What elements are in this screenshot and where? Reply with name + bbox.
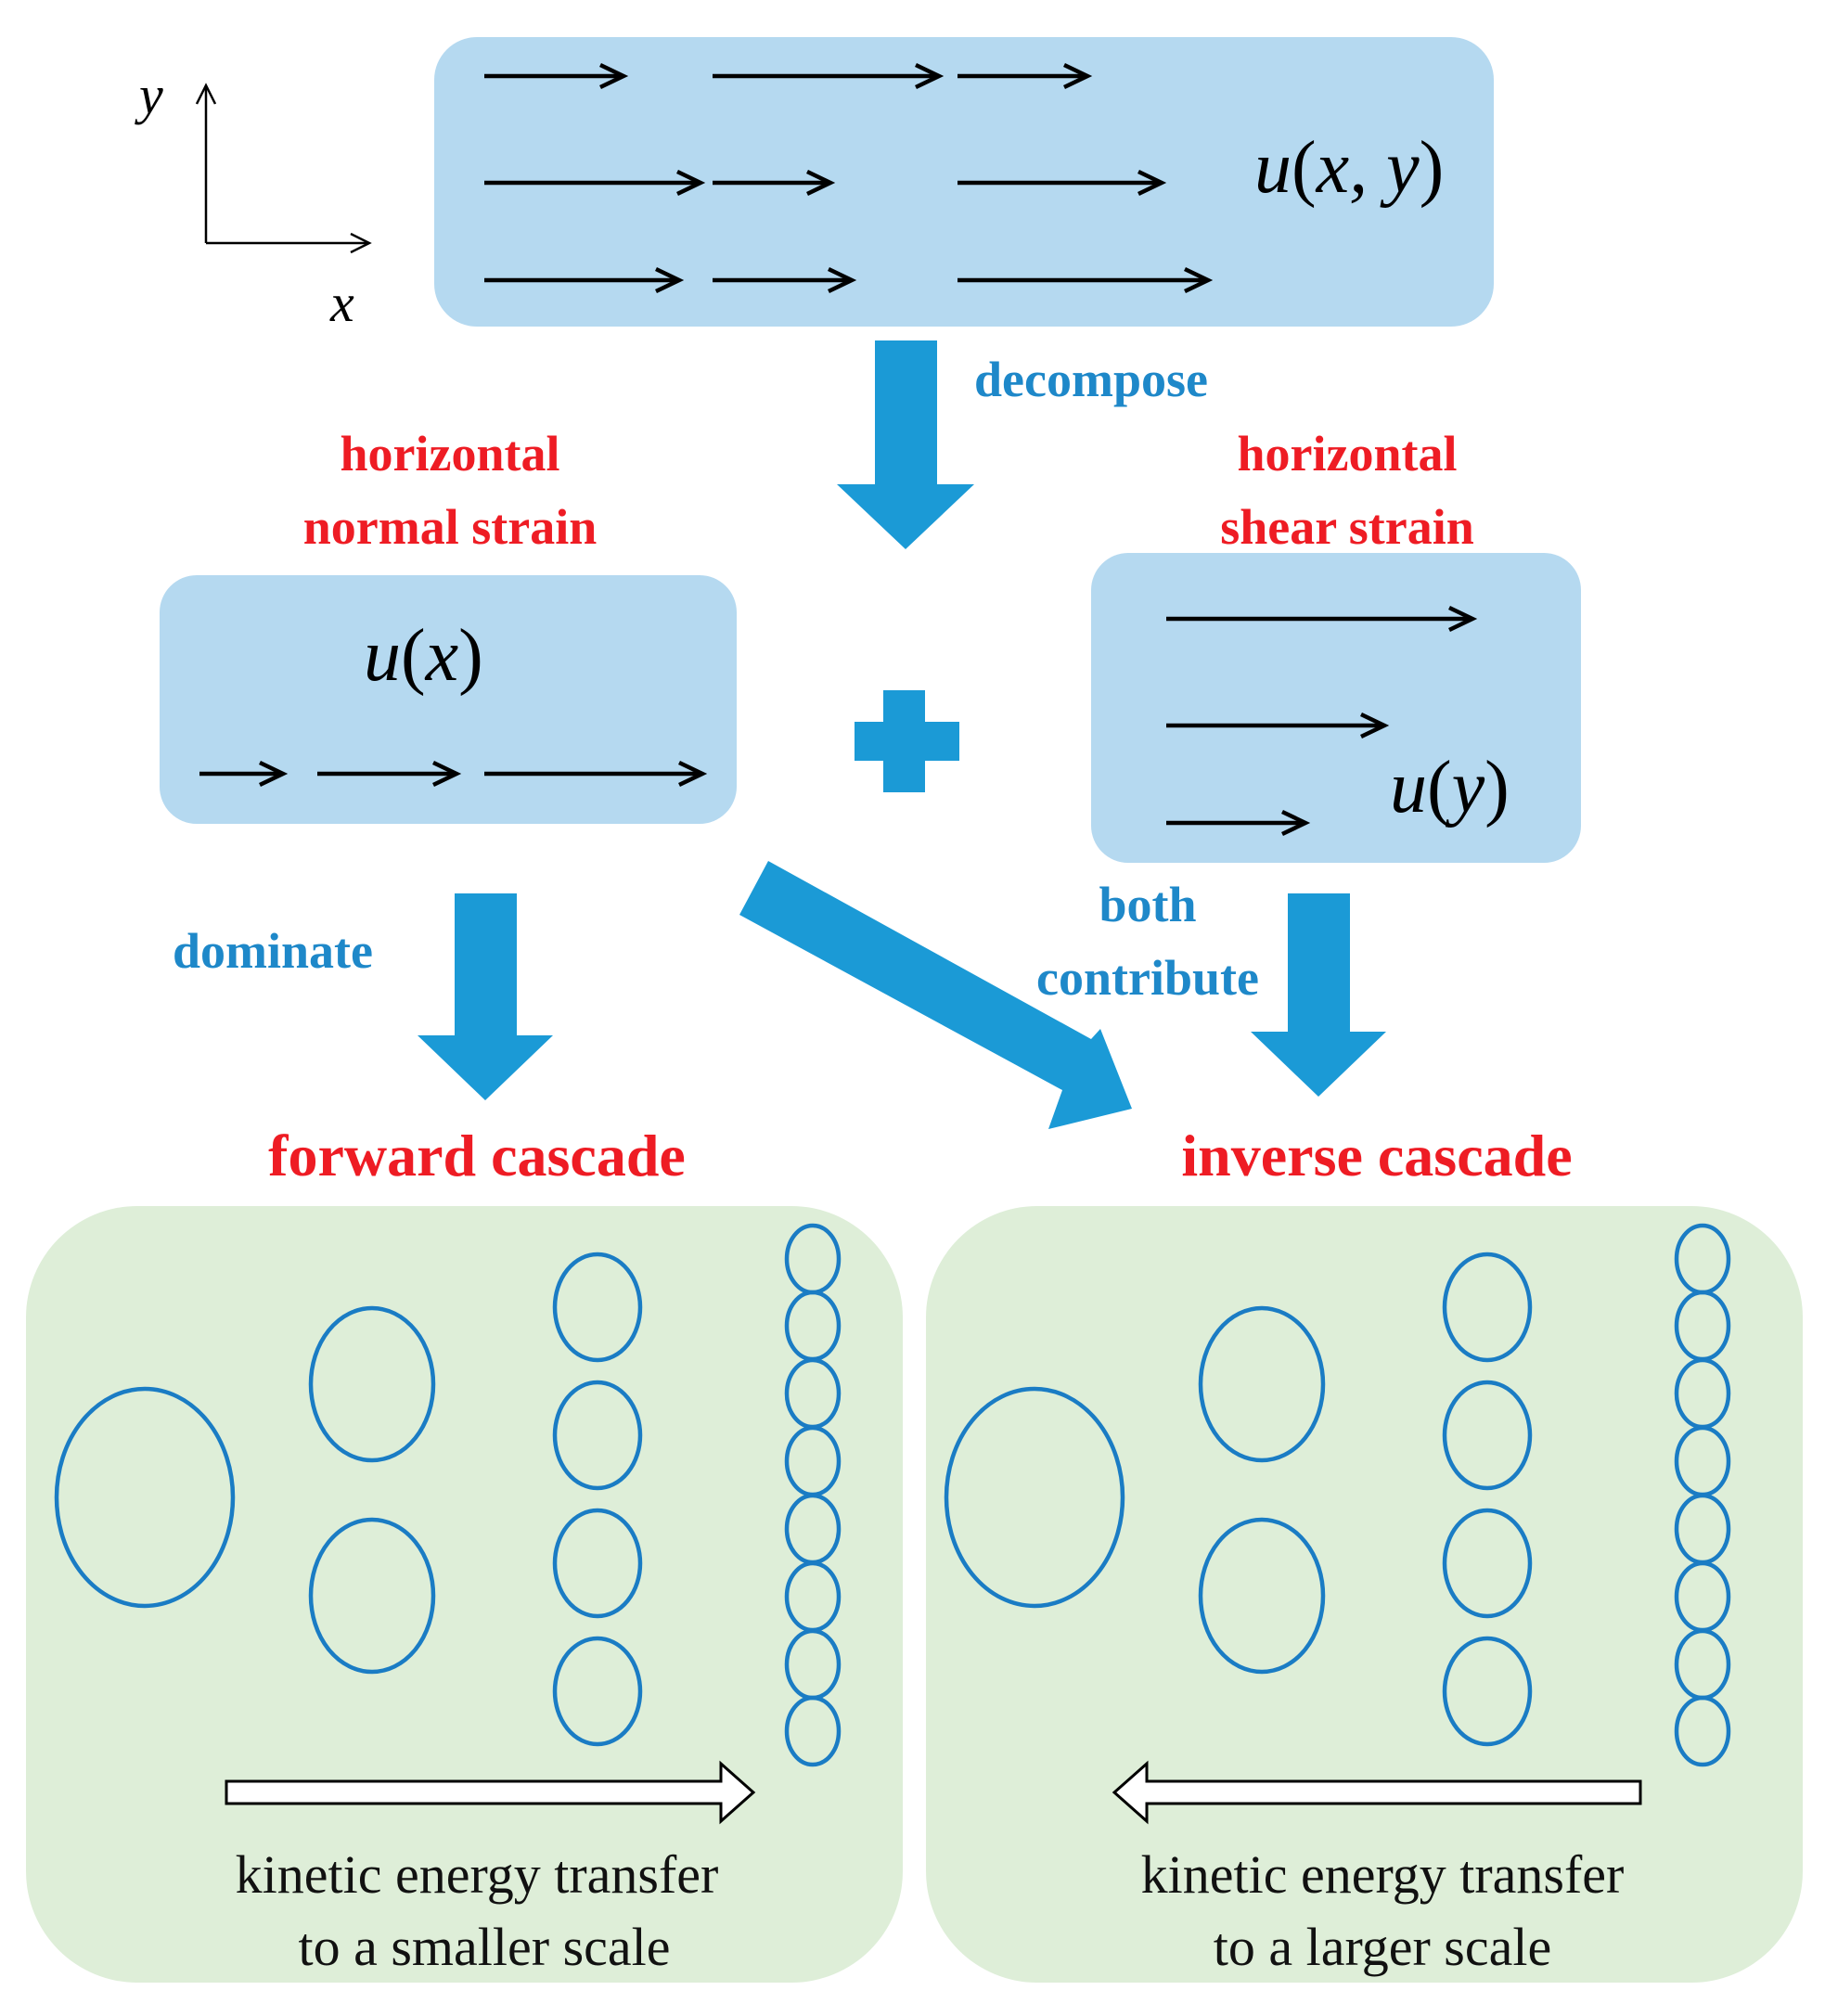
eddy-small — [552, 1380, 643, 1491]
eddy-medium — [308, 1517, 436, 1675]
eddy-medium — [1198, 1305, 1326, 1463]
plus-icon — [855, 690, 959, 792]
decompose-arrow-icon — [837, 340, 974, 549]
transfer-left-arrow-icon — [1112, 1760, 1642, 1825]
dominate-label: dominate — [173, 923, 373, 979]
shear-strain-label-line1: horizontal — [1238, 426, 1458, 482]
eddy-small — [552, 1252, 643, 1363]
normal-strain-label-line2: normal strain — [303, 499, 598, 555]
eddy-small — [1442, 1380, 1533, 1491]
eddy-large — [54, 1386, 236, 1609]
axes: y x — [135, 65, 372, 333]
both-contribute-label-line2: contribute — [1036, 950, 1259, 1006]
eddy-small — [1442, 1508, 1533, 1619]
eddy-large — [944, 1386, 1125, 1609]
forward-cascade-title: forward cascade — [268, 1123, 686, 1188]
forward-cascade-panel: kinetic energy transfer to a smaller sca… — [26, 1206, 903, 1983]
forward-caption-line2: to a smaller scale — [299, 1917, 671, 1977]
velocity-uxy-label: u(x, y) — [1254, 127, 1444, 209]
decompose-label: decompose — [974, 352, 1208, 407]
x-axis-label: x — [329, 273, 354, 333]
eddy-medium — [308, 1305, 436, 1463]
y-axis-arrowhead-icon — [195, 83, 217, 105]
transfer-right-arrow-icon — [225, 1760, 756, 1825]
eddy-medium — [1198, 1517, 1326, 1675]
eddy-tiny — [784, 1695, 842, 1767]
y-axis-label: y — [135, 65, 163, 125]
inverse-caption-line1: kinetic energy transfer — [1141, 1844, 1625, 1905]
both-contribute-label-line1: both — [1099, 877, 1196, 932]
eddy-tiny — [1674, 1695, 1731, 1767]
normal-strain-label-line1: horizontal — [341, 426, 560, 482]
eddy-group — [944, 1223, 1731, 1767]
normal-strain-box: u(x) — [160, 575, 737, 824]
eddy-small — [552, 1636, 643, 1747]
velocity-uy-label: u(y) — [1390, 747, 1510, 828]
shear-strain-label-line2: shear strain — [1220, 499, 1474, 555]
x-axis-arrowhead-icon — [350, 232, 372, 254]
eddy-small — [552, 1508, 643, 1619]
velocity-field-box: u(x, y) — [434, 37, 1494, 327]
eddy-group — [54, 1223, 842, 1767]
velocity-ux-label: u(x) — [364, 615, 483, 697]
shear-to-inverse-arrow-icon — [1251, 893, 1386, 1097]
inverse-cascade-panel: kinetic energy transfer to a larger scal… — [926, 1206, 1803, 1983]
inverse-caption-line2: to a larger scale — [1214, 1917, 1551, 1977]
dominate-arrow-icon — [418, 893, 553, 1100]
inverse-cascade-title: inverse cascade — [1181, 1123, 1572, 1188]
eddy-small — [1442, 1252, 1533, 1363]
eddy-small — [1442, 1636, 1533, 1747]
diagonal-contribute-arrow-icon — [739, 861, 1132, 1129]
forward-caption-line1: kinetic energy transfer — [236, 1844, 719, 1905]
shear-strain-box: u(y) — [1091, 553, 1581, 863]
